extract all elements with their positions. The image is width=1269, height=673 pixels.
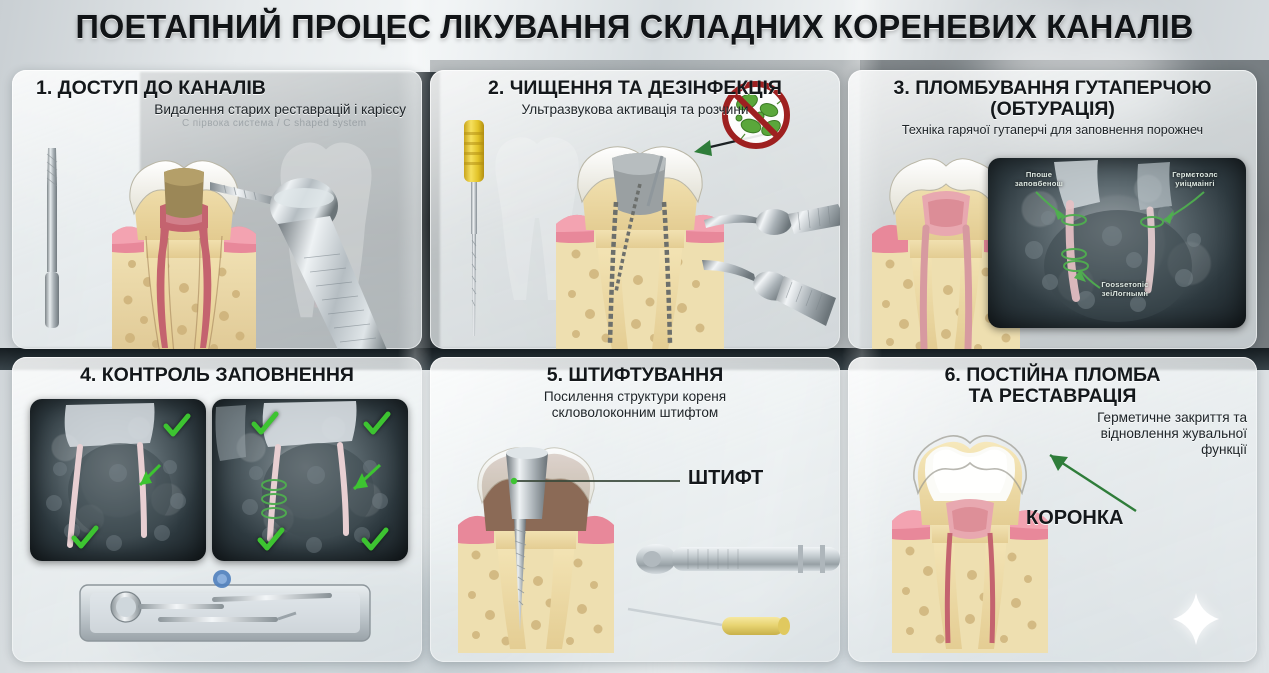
panel-4-header: 4. КОНТРОЛЬ ЗАПОВНЕННЯ	[12, 357, 422, 388]
endodontic-file-icon	[452, 118, 496, 340]
check-icon-4	[362, 409, 392, 439]
check-icon-6	[360, 525, 390, 555]
xray-note-1: Ппоше заповбенош	[1014, 170, 1064, 189]
panel-1-title: 1. ДОСТУП ДО КАНАЛІВ	[36, 77, 266, 99]
xray-note-2: Гермєтоэлс уиіцмаінгі	[1172, 170, 1218, 189]
sparkle-icon	[1173, 593, 1219, 645]
panel-3-subtitle: Техніка гарячої гутаперчі для заповнення…	[901, 123, 1204, 138]
panel-grid: 1. ДОСТУП ДО КАНАЛІВ Видалення старих ре…	[8, 66, 1261, 666]
dental-bur-icon	[38, 144, 66, 334]
panel-5-header: 5. ШТИФТУВАННЯ Посилення структури корен…	[430, 357, 840, 423]
panel-1-access[interactable]: 1. ДОСТУП ДО КАНАЛІВ Видалення старих ре…	[12, 70, 422, 349]
panel-2-illustration	[430, 70, 840, 349]
panel-6-header: 6. ПОСТІЙНА ПЛОМБА ТА РЕСТАВРАЦІЯ Гермет…	[848, 357, 1257, 460]
panel-4-title: 4. КОНТРОЛЬ ЗАПОВНЕННЯ	[80, 364, 354, 386]
xray-control-right-icon	[212, 399, 408, 561]
panel-6-subtitle: Герметичне закриття та відновлення жувал…	[1097, 410, 1247, 458]
check-icon-5	[256, 525, 286, 555]
panel-5-title: 5. ШТИФТУВАННЯ	[546, 364, 724, 386]
tooth-with-post-icon	[452, 435, 620, 657]
panel-3-header: 3. ПЛОМБУВАННЯ ГУТАПЕРЧОЮ (ОБТУРАЦІЯ) Те…	[848, 70, 1257, 140]
instrument-tray-icon	[72, 557, 392, 662]
panel-1-header: 1. ДОСТУП ДО КАНАЛІВ Видалення старих ре…	[12, 70, 422, 120]
tooth-cross-section-2-icon	[550, 132, 730, 349]
handpiece-icon	[208, 158, 418, 349]
ultrasonic-tip-icon	[702, 190, 840, 349]
panel-4-illustration	[12, 357, 422, 662]
panel-2-title: 2. ЧИЩЕННЯ ТА ДЕЗІНФЕКЦІЯ	[488, 77, 782, 99]
panel-1-subtitle: Видалення старих реставрацій і карієсу	[154, 102, 406, 118]
panel-5-post[interactable]: 5. ШТИФТУВАННЯ Посилення структури корен…	[430, 357, 840, 662]
panel-5-subtitle: Посилення структури кореня скловолоконни…	[543, 389, 727, 421]
crown-callout-label: КОРОНКА	[1026, 507, 1124, 529]
check-icon-1	[162, 411, 192, 441]
check-icon-3	[250, 409, 280, 439]
panel-4-fill-control[interactable]: 4. КОНТРОЛЬ ЗАПОВНЕННЯ	[12, 357, 422, 662]
panel-2-header: 2. ЧИЩЕННЯ ТА ДЕЗІНФЕКЦІЯ Ультразвукова …	[430, 70, 840, 120]
handpiece-2-icon	[630, 525, 840, 605]
post-callout-label: ШТИФТ	[688, 467, 764, 489]
hand-file-icon	[626, 599, 806, 643]
check-icon-2	[70, 523, 100, 553]
xray-control-left-icon	[30, 399, 206, 561]
xray-note-3: Гооssетопіс зеіЛогнымн	[1101, 280, 1149, 299]
panel-3-title: 3. ПЛОМБУВАННЯ ГУТАПЕРЧОЮ (ОБТУРАЦІЯ)	[893, 77, 1212, 121]
panel-6-title: 6. ПОСТІЙНА ПЛОМБА ТА РЕСТАВРАЦІЯ	[944, 364, 1161, 408]
panel-2-cleaning[interactable]: 2. ЧИЩЕННЯ ТА ДЕЗІНФЕКЦІЯ Ультразвукова …	[430, 70, 840, 349]
panel-2-subtitle: Ультразвукова активація та розчини	[521, 102, 749, 118]
panel-3-obturation[interactable]: 3. ПЛОМБУВАННЯ ГУТАПЕРЧОЮ (ОБТУРАЦІЯ) Те…	[848, 70, 1257, 349]
page-title: ПОЕТАПНИЙ ПРОЦЕС ЛІКУВАННЯ СКЛАДНИХ КОРЕ…	[75, 8, 1194, 45]
xray-obturation-icon: Ппоше заповбенош Гермєтоэлс уиіцмаінгі Г…	[988, 158, 1246, 328]
